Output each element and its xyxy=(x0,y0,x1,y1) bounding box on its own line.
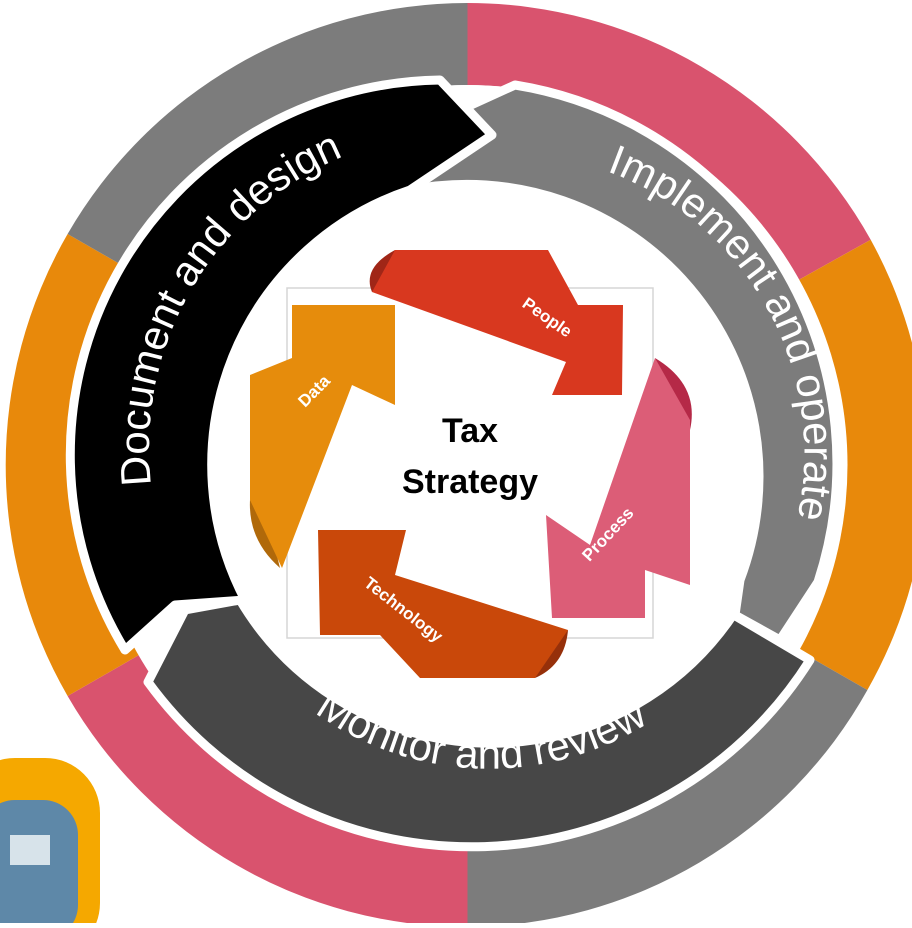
data-arrow-body xyxy=(250,305,395,568)
stage-arrow-monitor-review xyxy=(143,590,815,852)
inner-arrow-process xyxy=(546,358,692,618)
people-arrow-body xyxy=(372,250,623,395)
inner-arrow-people xyxy=(369,250,623,395)
data-arrow-fold xyxy=(249,500,280,568)
technology-arrow-body xyxy=(318,530,568,678)
stage-arrow-document-design xyxy=(65,75,497,655)
center-title-line2: Strategy xyxy=(402,463,538,501)
thumbnail-window xyxy=(10,835,50,865)
inner-arrows xyxy=(249,250,692,678)
center-title-line1: Tax xyxy=(442,412,498,450)
cycle-arrows xyxy=(65,75,842,852)
process-arrow-body xyxy=(546,358,690,618)
inner-arrow-data xyxy=(249,305,395,568)
inner-arrow-technology xyxy=(318,530,568,678)
stage-arrow-implement-operate xyxy=(405,80,842,645)
outer-ring-segment-orange-right xyxy=(796,239,912,690)
photo-thumbnail xyxy=(0,758,100,928)
